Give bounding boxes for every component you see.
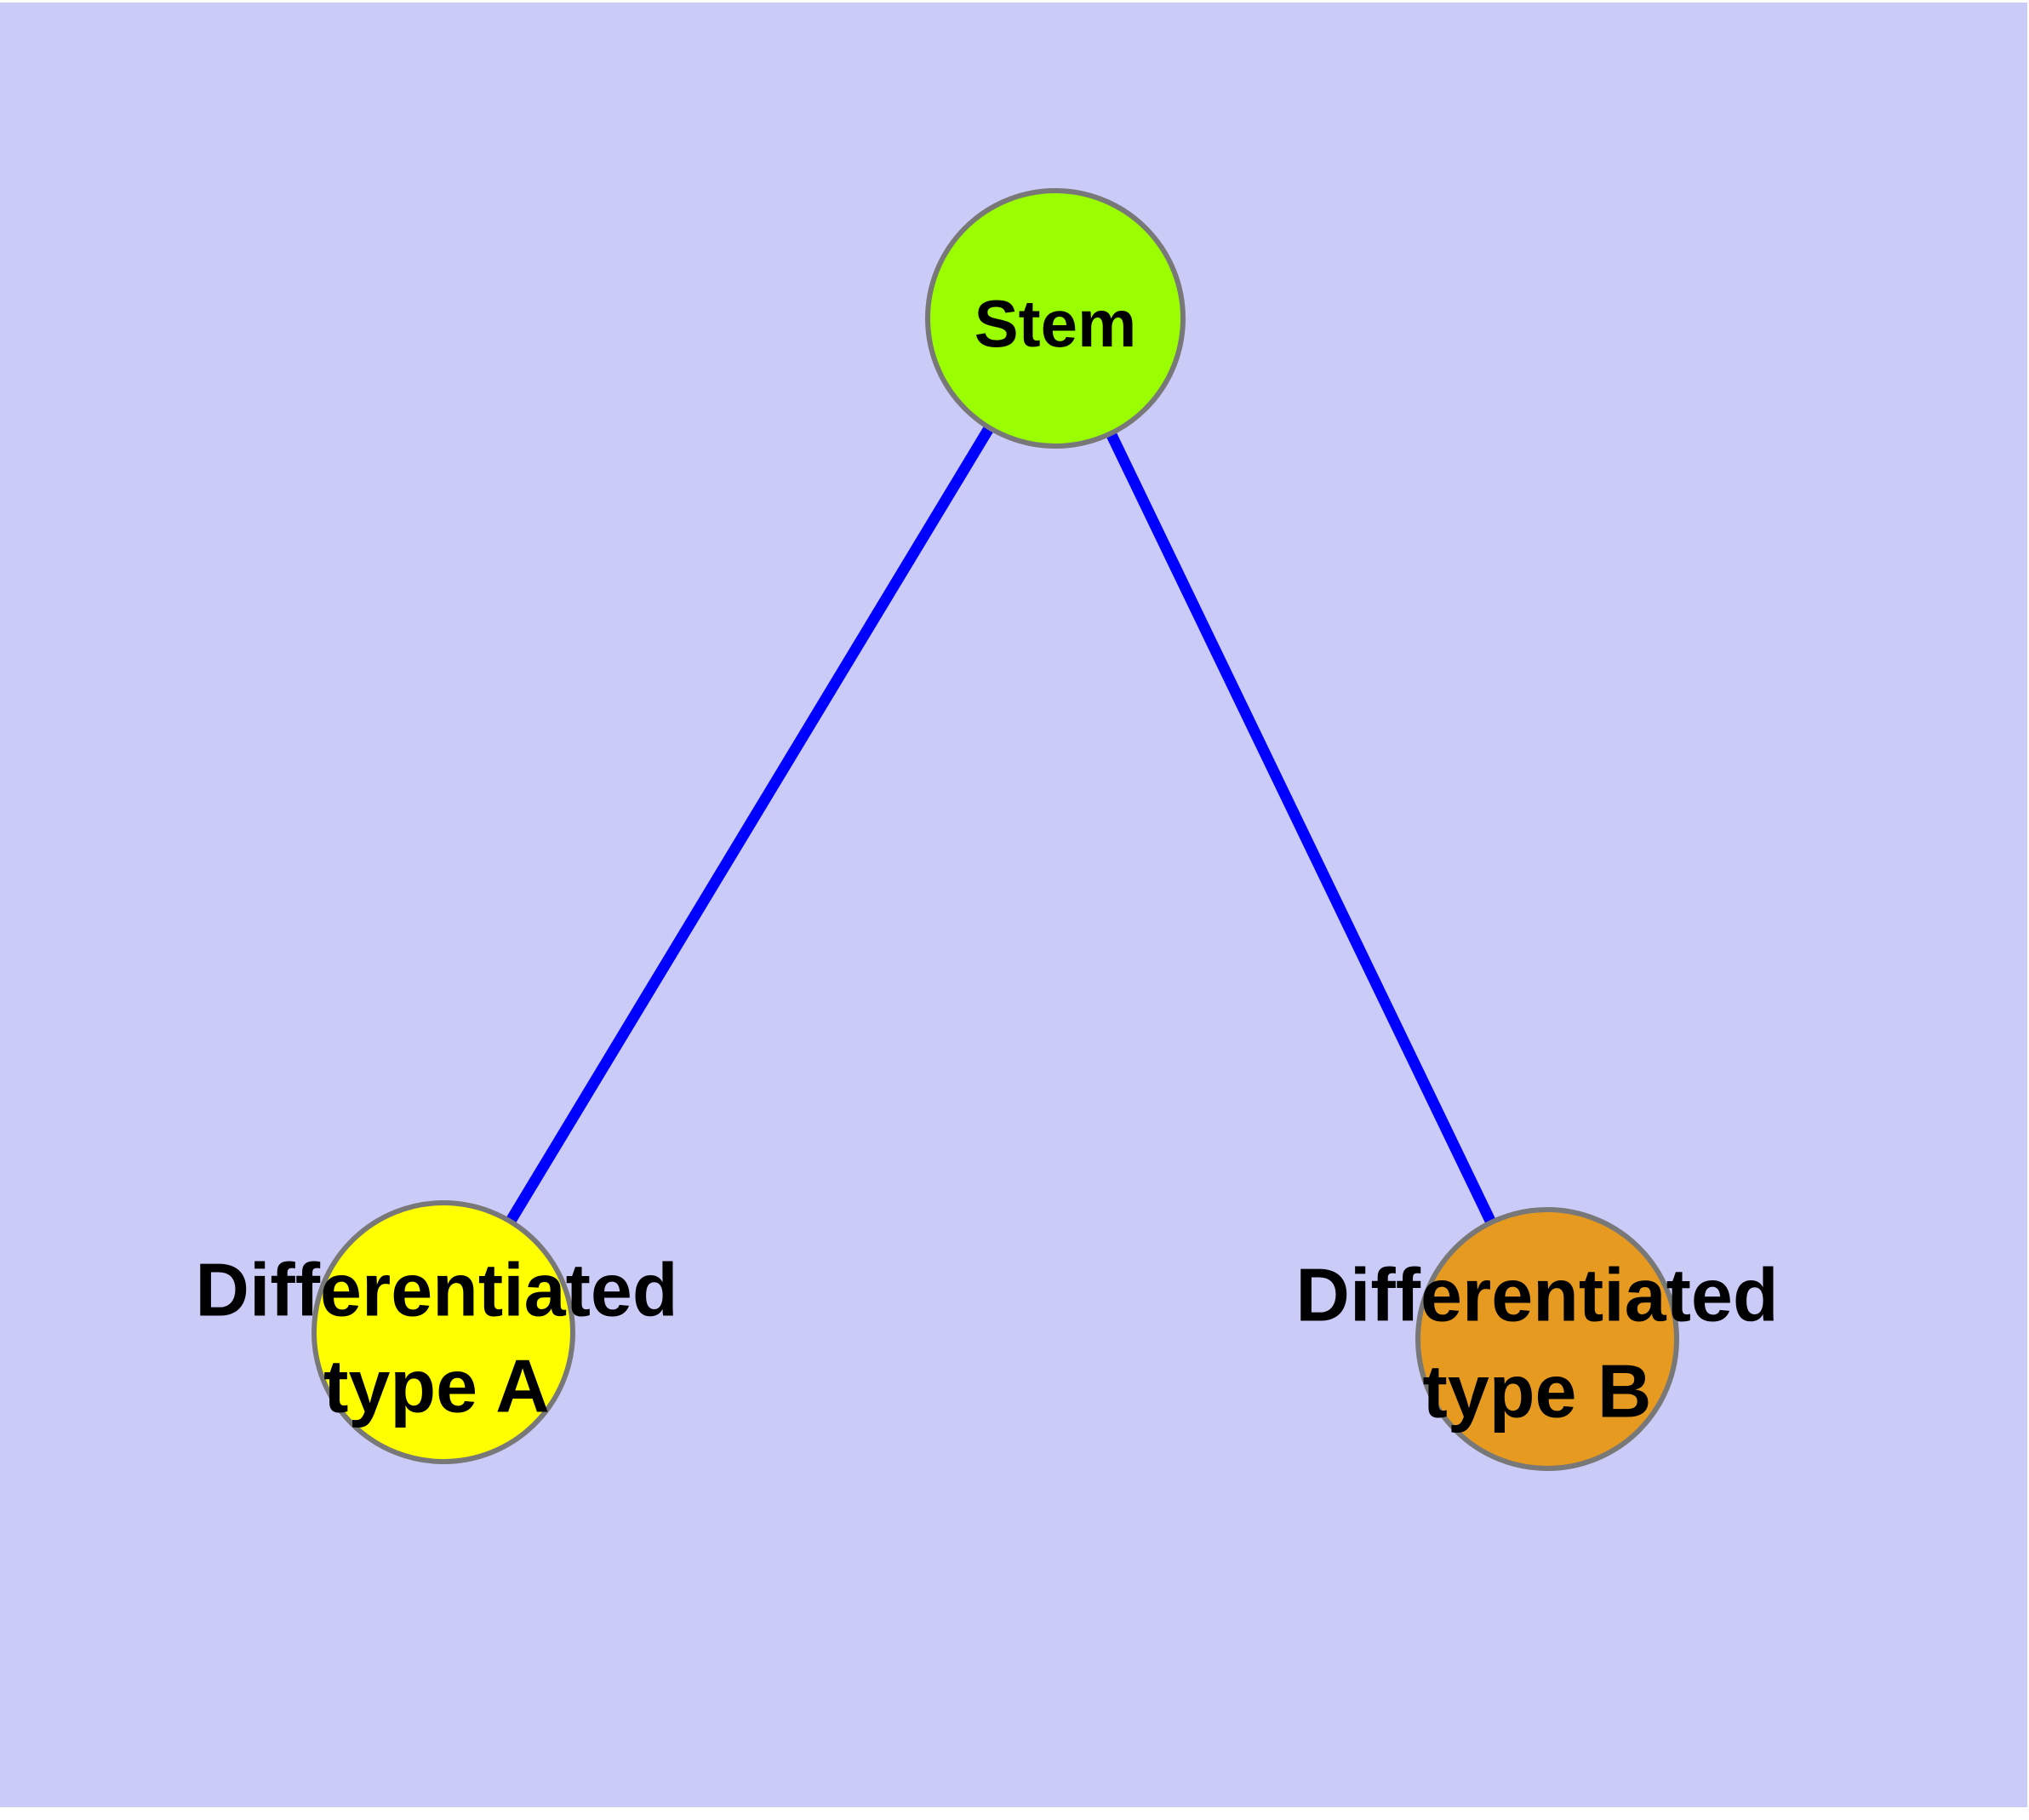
node-differentiated-type-b[interactable] [1415,1207,1679,1471]
node-label-text: type A [323,1343,550,1428]
node-differentiated-type-a[interactable] [311,1200,575,1464]
node-label-differentiated-type-b: Differentiated type B [1295,1247,1778,1439]
node-label-differentiated-type-a: Differentiated type A [195,1242,677,1434]
node-label-stem: Stem [974,282,1137,367]
diagram-panel: Stem Differentiated type A Differentiate… [0,3,2027,1807]
edge-stem-to-type-a [438,315,1060,1336]
node-label-text: Stem [974,286,1137,362]
node-label-text: Differentiated [1295,1252,1779,1337]
edge-stem-to-type-b [1050,316,1552,1342]
node-label-text: Differentiated [195,1247,678,1332]
node-label-text: type B [1422,1348,1652,1433]
node-stem[interactable] [925,188,1186,449]
